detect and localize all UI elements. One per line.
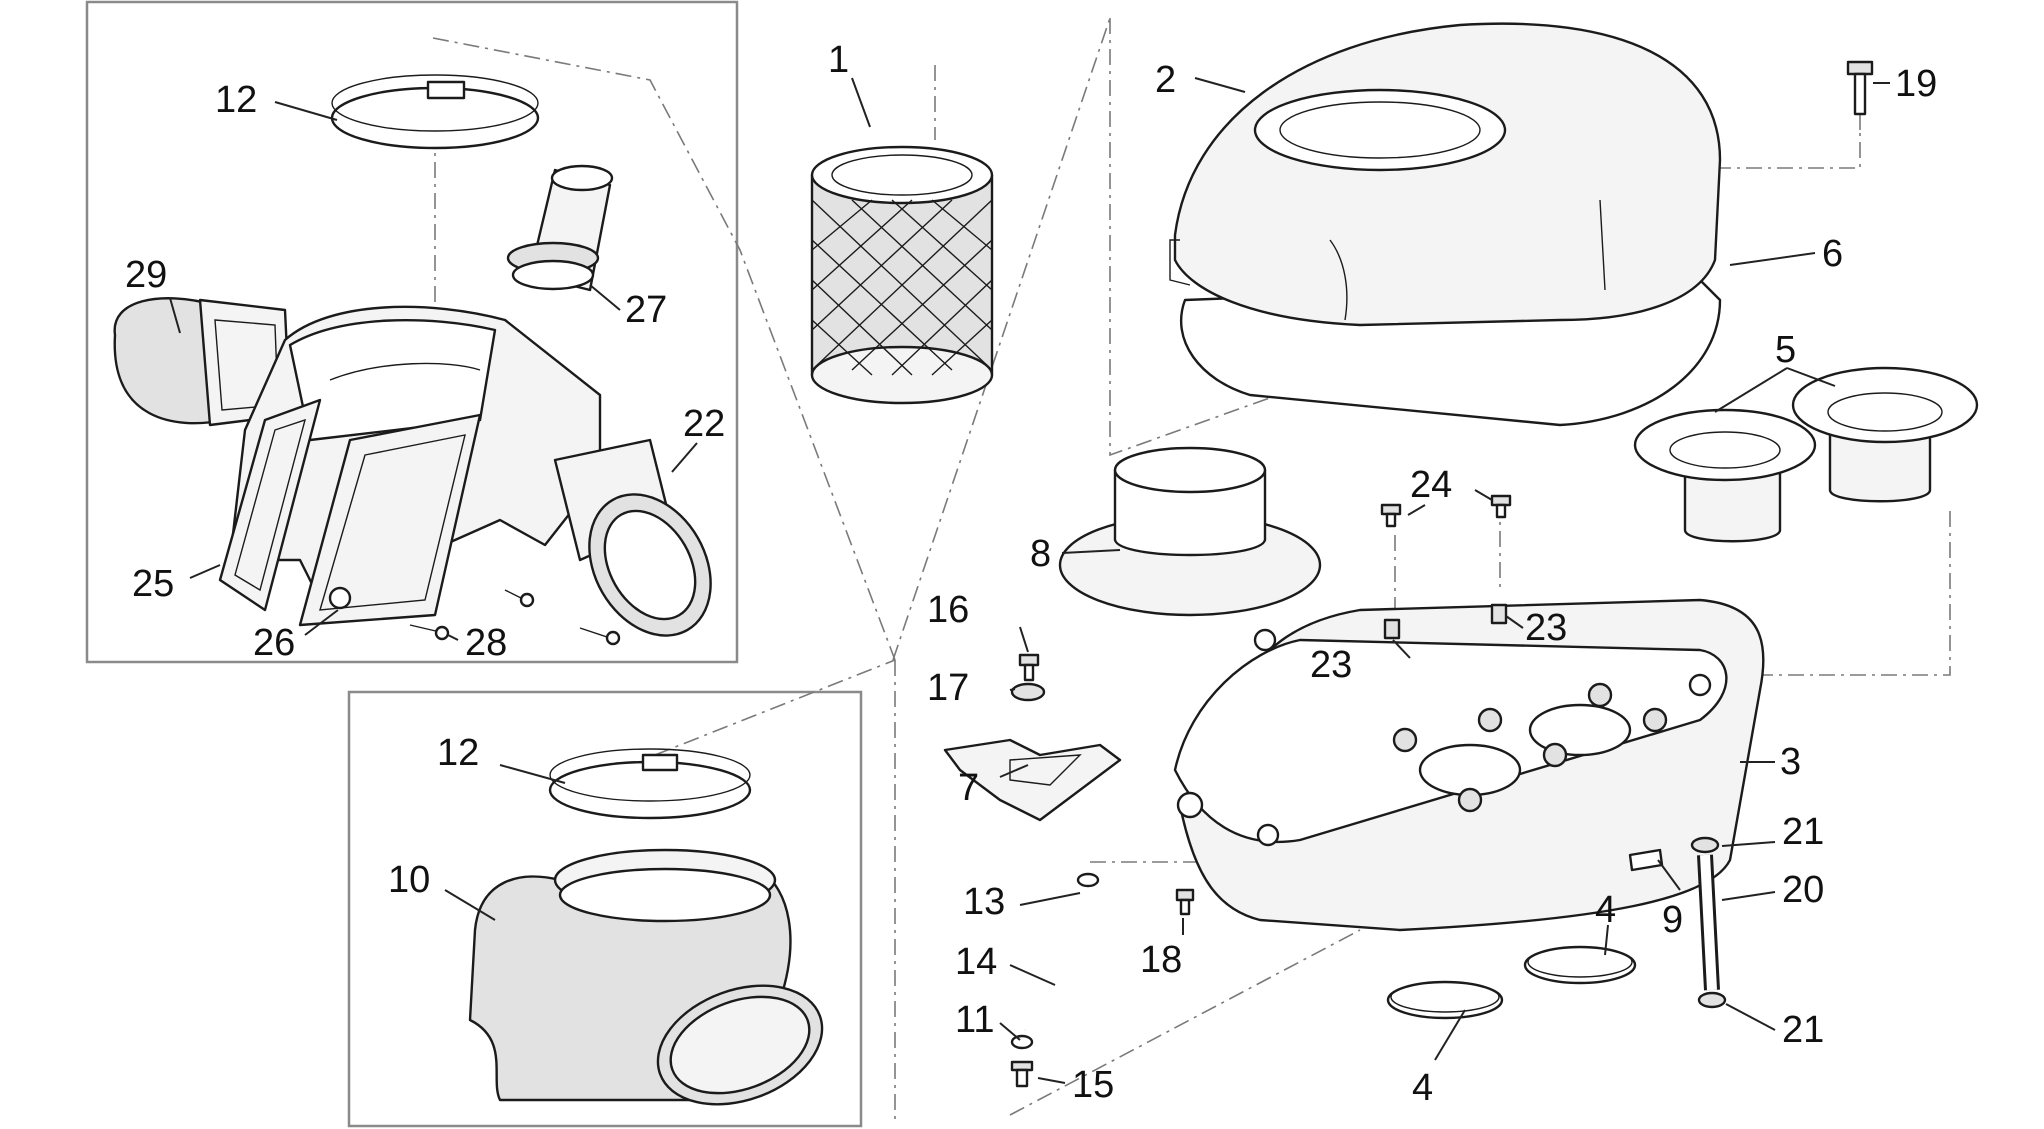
screw-28-a bbox=[409, 624, 450, 641]
screw-24-a bbox=[1380, 503, 1402, 528]
reed-plate-25 bbox=[218, 398, 322, 612]
inset-frame-duct bbox=[347, 690, 863, 1128]
bolt-19 bbox=[1846, 60, 1874, 116]
callout-29: 29 bbox=[125, 254, 167, 296]
spacer-17 bbox=[1010, 682, 1046, 702]
callout-26: 26 bbox=[253, 622, 295, 664]
callout-27: 27 bbox=[625, 289, 667, 331]
callout-15: 15 bbox=[1072, 1064, 1114, 1106]
drain-hose-14 bbox=[1021, 884, 1091, 1033]
hose-20 bbox=[1697, 854, 1720, 991]
screw-28-c bbox=[579, 627, 621, 646]
reed-plate-26 bbox=[298, 413, 482, 627]
callout-17: 17 bbox=[927, 667, 969, 709]
screw-28-b bbox=[504, 589, 535, 608]
inset-frame-intake bbox=[85, 0, 739, 664]
leader-lines bbox=[169, 77, 1890, 1084]
duct-assembly-drawing bbox=[468, 748, 824, 1106]
spacer-23-a bbox=[1383, 618, 1401, 640]
plug-15 bbox=[1010, 1060, 1034, 1088]
callout-16: 16 bbox=[927, 589, 969, 631]
callout-12-lower: 12 bbox=[437, 732, 479, 774]
clip-9 bbox=[1628, 848, 1664, 872]
clamp-21-a bbox=[1690, 836, 1720, 854]
spacer-23-b bbox=[1490, 603, 1508, 625]
callout-8: 8 bbox=[1030, 533, 1051, 575]
callout-6: 6 bbox=[1822, 233, 1843, 275]
callout-21-upper: 21 bbox=[1782, 811, 1824, 853]
callout-10: 10 bbox=[388, 859, 430, 901]
callout-labels: 1 2 3 4 4 5 6 7 8 9 10 11 12 12 13 14 15… bbox=[125, 39, 1937, 1109]
screw-18 bbox=[1175, 888, 1195, 916]
callout-9: 9 bbox=[1662, 899, 1683, 941]
intake-assembly-drawing bbox=[113, 74, 712, 646]
callout-14: 14 bbox=[955, 941, 997, 983]
callout-24: 24 bbox=[1410, 464, 1452, 506]
callout-20: 20 bbox=[1782, 869, 1824, 911]
callout-2: 2 bbox=[1155, 59, 1176, 101]
clamp-21-b bbox=[1697, 991, 1727, 1009]
callout-1: 1 bbox=[828, 39, 849, 81]
air-duct-plate-8 bbox=[1058, 446, 1322, 617]
airbox-cover-2 bbox=[1169, 22, 1722, 427]
callout-13: 13 bbox=[963, 881, 1005, 923]
callout-12-upper: 12 bbox=[215, 79, 257, 121]
callout-11: 11 bbox=[955, 999, 994, 1041]
air-filter-element-1 bbox=[810, 145, 994, 405]
o-ring-4-a bbox=[1523, 945, 1637, 985]
callout-3: 3 bbox=[1780, 741, 1801, 783]
callout-7: 7 bbox=[958, 767, 979, 809]
clip-13 bbox=[1076, 872, 1100, 888]
callout-19: 19 bbox=[1895, 63, 1937, 105]
airbox-base-3 bbox=[1173, 598, 1765, 932]
callout-18: 18 bbox=[1140, 939, 1182, 981]
callout-22: 22 bbox=[683, 403, 725, 445]
callout-23-left: 23 bbox=[1310, 644, 1352, 686]
callout-4-lower: 4 bbox=[1412, 1067, 1433, 1109]
clip-11 bbox=[1010, 1034, 1034, 1050]
callout-25: 25 bbox=[132, 563, 174, 605]
callout-23-right: 23 bbox=[1525, 607, 1567, 649]
o-ring-4-b bbox=[1386, 980, 1504, 1020]
screw-16 bbox=[1018, 653, 1040, 682]
callout-28: 28 bbox=[465, 622, 507, 664]
velocity-stacks-5 bbox=[1633, 366, 1979, 543]
callout-21-lower: 21 bbox=[1782, 1009, 1824, 1051]
callout-4-upper: 4 bbox=[1595, 889, 1616, 931]
callout-5: 5 bbox=[1775, 329, 1796, 371]
screw-24-b bbox=[1490, 494, 1512, 519]
